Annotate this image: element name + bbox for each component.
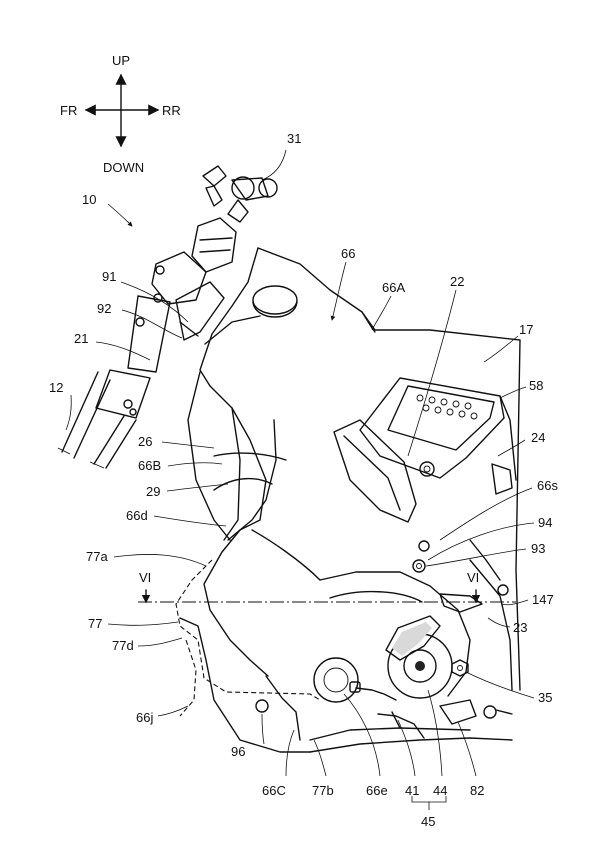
label-82: 82 bbox=[470, 783, 484, 798]
nut-35 bbox=[451, 659, 469, 677]
fuel-cap bbox=[252, 285, 298, 315]
label-77d: 77d bbox=[112, 638, 134, 653]
section-mark-left: VI bbox=[139, 570, 151, 585]
label-93: 93 bbox=[531, 541, 545, 556]
label-94: 94 bbox=[538, 515, 552, 530]
label-24: 24 bbox=[531, 430, 545, 445]
front-panel bbox=[333, 377, 517, 523]
grip-end bbox=[231, 176, 255, 200]
direction-indicator: UP DOWN FR RR bbox=[60, 53, 181, 175]
vent-holes bbox=[416, 394, 478, 420]
reference-numerals: 10 31 66 66A 22 91 92 17 21 58 12 26 24 … bbox=[49, 131, 558, 829]
bolt-24 bbox=[419, 461, 435, 477]
down-label: DOWN bbox=[103, 160, 144, 175]
rear-label: RR bbox=[162, 103, 181, 118]
front-label: FR bbox=[60, 103, 77, 118]
section-mark-right: VI bbox=[467, 570, 479, 585]
section-line: VI VI bbox=[138, 570, 516, 604]
label-147: 147 bbox=[532, 592, 554, 607]
label-22: 22 bbox=[450, 274, 464, 289]
hidden-line-77 bbox=[175, 559, 321, 701]
label-66B: 66B bbox=[138, 458, 161, 473]
label-58: 58 bbox=[529, 378, 543, 393]
label-44: 44 bbox=[433, 783, 447, 798]
label-17: 17 bbox=[519, 322, 533, 337]
label-91: 91 bbox=[102, 269, 116, 284]
label-26: 26 bbox=[138, 434, 152, 449]
label-21: 21 bbox=[74, 331, 88, 346]
label-23: 23 bbox=[513, 620, 527, 635]
body-cover bbox=[175, 247, 521, 753]
label-31: 31 bbox=[287, 131, 301, 146]
label-96: 96 bbox=[231, 744, 245, 759]
label-77a: 77a bbox=[86, 549, 108, 564]
hidden-line-66j bbox=[179, 639, 197, 717]
leader-lines bbox=[65, 149, 535, 810]
label-66e: 66e bbox=[366, 783, 388, 798]
lever-41 bbox=[385, 615, 441, 661]
label-77: 77 bbox=[88, 616, 102, 631]
label-66d: 66d bbox=[126, 508, 148, 523]
label-10: 10 bbox=[82, 192, 96, 207]
label-29: 29 bbox=[146, 484, 160, 499]
label-66A: 66A bbox=[382, 280, 405, 295]
up-label: UP bbox=[112, 53, 130, 68]
label-35: 35 bbox=[538, 690, 552, 705]
engine-region bbox=[313, 539, 513, 739]
label-66C: 66C bbox=[262, 783, 286, 798]
part-96 bbox=[255, 699, 269, 713]
handlebar-assembly bbox=[57, 165, 278, 469]
bolt-93 bbox=[412, 559, 426, 573]
label-12: 12 bbox=[49, 380, 63, 395]
label-77b: 77b bbox=[312, 783, 334, 798]
label-66: 66 bbox=[341, 246, 355, 261]
label-66s: 66s bbox=[537, 478, 558, 493]
label-92: 92 bbox=[97, 301, 111, 316]
label-45: 45 bbox=[421, 814, 435, 829]
component-66e bbox=[313, 657, 359, 703]
label-41: 41 bbox=[405, 783, 419, 798]
label-66j: 66j bbox=[136, 710, 153, 725]
